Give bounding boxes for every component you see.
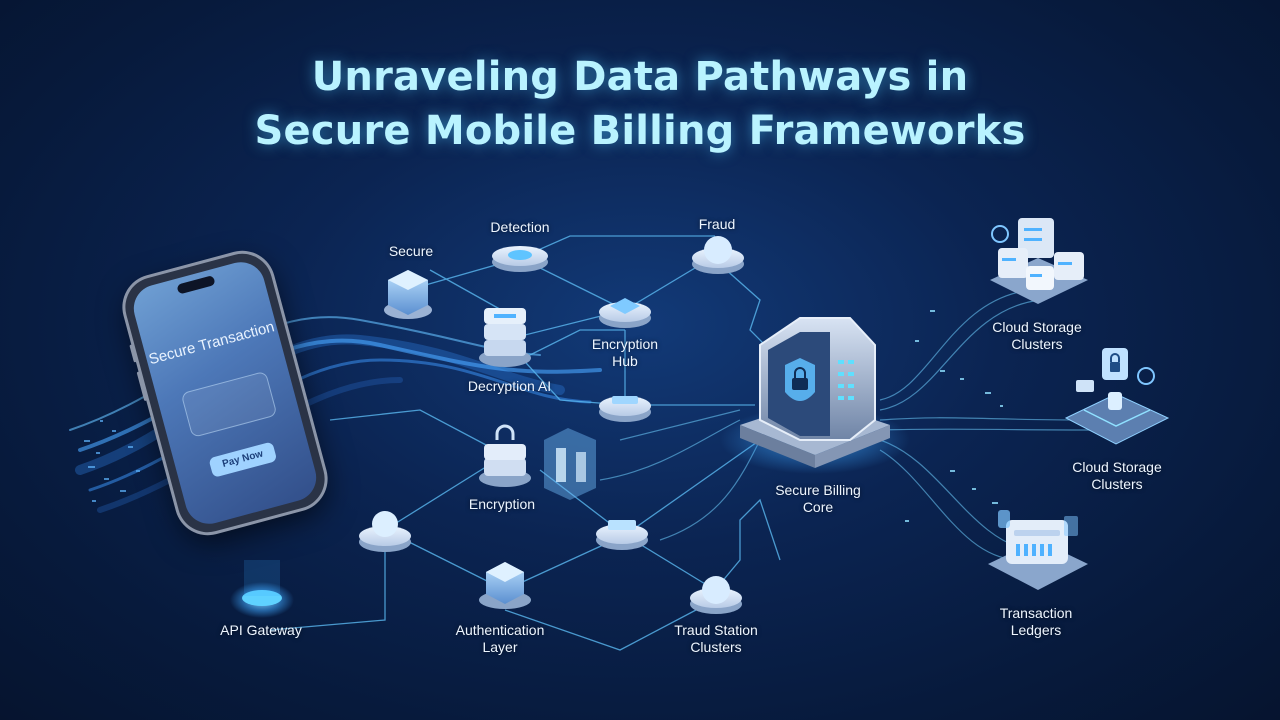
gateway-relay-node [359, 511, 411, 552]
detection-node [492, 246, 548, 272]
label-secure-billing-core: Secure Billing Core [775, 482, 861, 515]
decryption-ai-node [479, 308, 531, 367]
label-authentication-layer: Authentication Layer [455, 622, 545, 655]
relay-node [599, 396, 651, 422]
label-fraud: Fraud [698, 216, 736, 232]
label-transaction-ledgers: Transaction Ledgers [999, 605, 1073, 638]
phone-screen-text: Secure Transaction [147, 318, 277, 369]
glass-panel [544, 428, 596, 500]
phone-notch [176, 275, 216, 295]
authentication-layer-node [479, 562, 531, 609]
api-gateway-node [230, 560, 294, 618]
page-title-line-1: Unraveling Data Pathways in [311, 54, 969, 100]
relay-node-2 [596, 520, 648, 550]
label-encryption-hub: Encryption Hub [591, 336, 659, 369]
label-cloud-storage-1: Cloud Storage Clusters [992, 319, 1082, 352]
label-cloud-storage-2: Cloud Storage Clusters [1072, 459, 1162, 492]
fraud-node [692, 236, 744, 274]
label-secure: Secure [388, 243, 434, 259]
encryption-hub-node [599, 298, 651, 328]
secure-billing-core-node [720, 317, 910, 474]
label-detection: Detection [490, 219, 550, 235]
pay-now-button: Pay Now [208, 441, 278, 478]
label-api-gateway: API Gateway [220, 622, 302, 638]
label-encryption: Encryption [468, 496, 536, 512]
card-icon [180, 370, 278, 438]
transaction-ledgers-node [988, 510, 1088, 590]
cloud-storage-node-2 [1064, 348, 1170, 445]
traud-station-node [690, 576, 742, 614]
page-title-line-2: Secure Mobile Billing Frameworks [254, 108, 1026, 154]
secure-node [384, 270, 432, 319]
core-data-dots [905, 310, 1003, 522]
label-decryption-ai: Decryption AI [467, 378, 552, 394]
encryption-node [479, 424, 531, 487]
label-traud-station-clusters: Traud Station Clusters [674, 622, 758, 655]
cloud-storage-node-1 [990, 218, 1088, 304]
binary-particles [84, 420, 140, 502]
